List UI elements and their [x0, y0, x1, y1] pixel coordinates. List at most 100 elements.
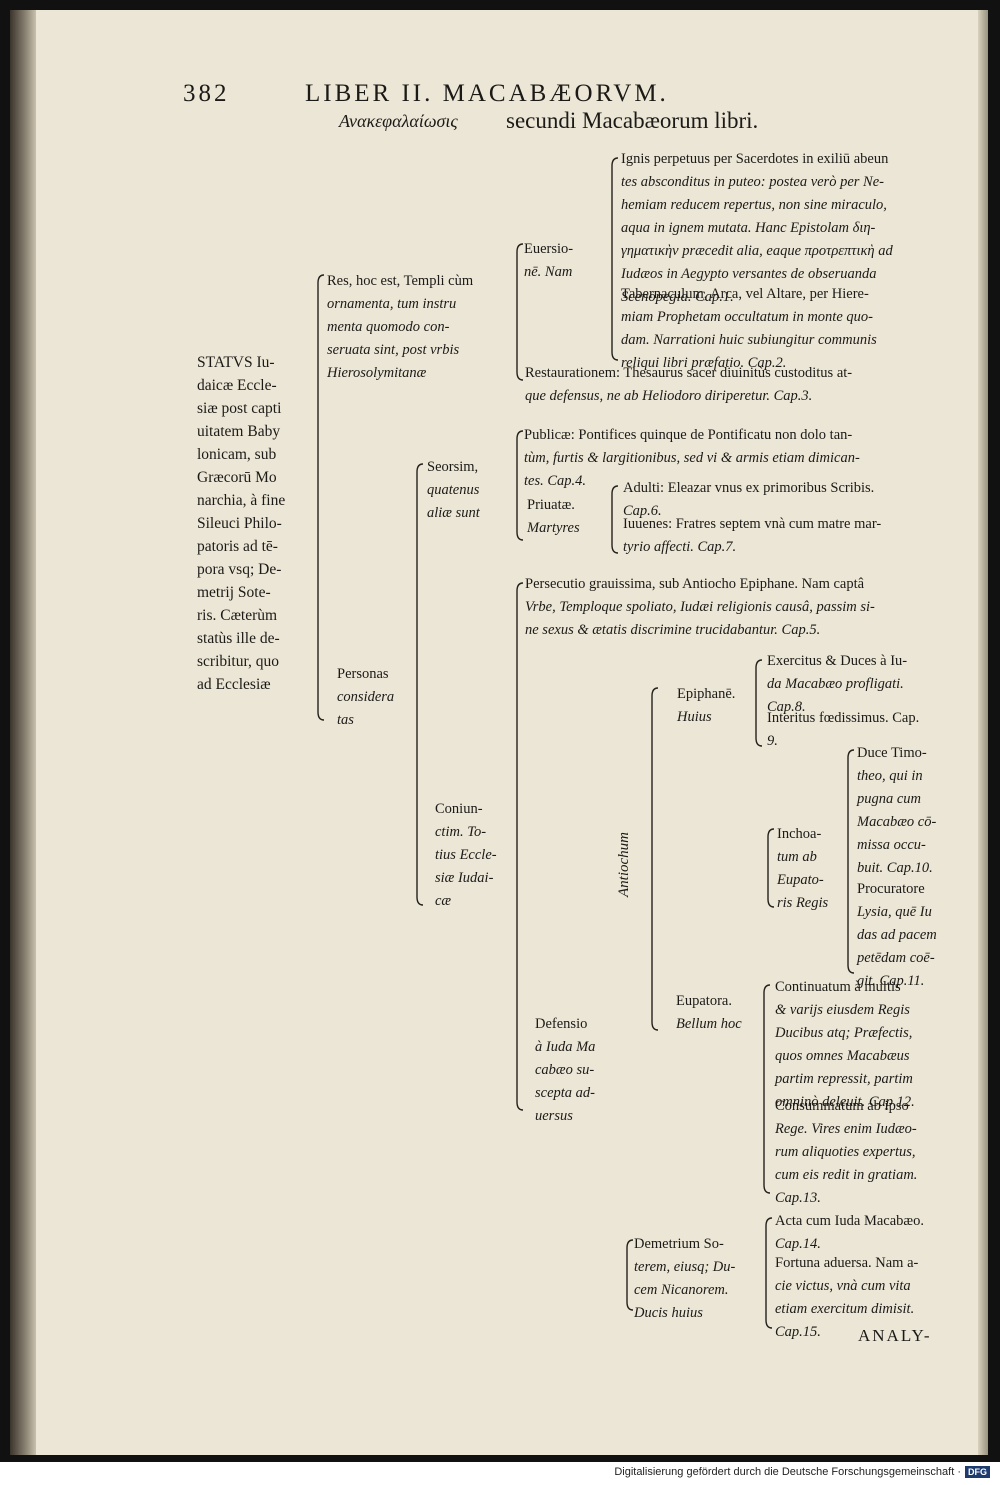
running-title: LIBER II. MACABÆORVM.: [305, 80, 669, 107]
procuratore-lysia-line: Procuratore: [857, 881, 925, 897]
procuratore-lysia-line: git. Cap.11.: [857, 973, 925, 989]
acta-line: Cap.14.: [775, 1236, 821, 1252]
publicae-line: tùm, furtis & largitionibus, sed vi & ar…: [524, 450, 860, 466]
brace-line: [651, 687, 659, 1031]
status-statvs-line: daicæ Eccle-: [197, 377, 277, 394]
epiphane-line: Epiphanē.: [677, 686, 736, 702]
brace-line: [767, 828, 775, 908]
tabernaculum-line: Tabernaculum, Arca, vel Altare, per Hier…: [621, 286, 869, 302]
adulti-line: Cap.6.: [623, 503, 662, 519]
ignis-perpetuus-line: Scenopegia. Cap.1.: [621, 289, 734, 305]
coniunctim-line: cæ: [435, 893, 452, 909]
res-templi-line: seruata sint, post vrbis: [327, 342, 460, 358]
publicae-line: Publicæ: Pontifices quinque de Pontifica…: [524, 427, 853, 443]
inchoatum-line: Eupato-: [777, 872, 824, 888]
res-templi-line: menta quomodo con-: [327, 319, 450, 335]
persecutio-line: ne sexus & ætatis discrimine trucidabant…: [525, 622, 821, 638]
eupatora-line: Bellum hoc: [676, 1016, 742, 1032]
brace-line: [416, 463, 424, 906]
coniunctim-line: tius Eccle-: [435, 847, 497, 863]
coniunctim-line: ctim. To-: [435, 824, 487, 840]
priuatae-line: Priuatæ.: [527, 497, 575, 513]
res-templi-line: Hierosolymitanæ: [327, 365, 427, 381]
continuatum-line: & varijs eiusdem Regis: [775, 1002, 910, 1018]
antiochum-label: Antiochum: [616, 832, 632, 897]
inchoatum-line: Inchoa-: [777, 826, 822, 842]
ignis-perpetuus-line: aqua in ignem mutata. Hanc Epistolam διη…: [621, 220, 876, 236]
brace-line: [755, 659, 763, 747]
persecutio-line: Vrbe, Temploque spoliato, Iudæi religion…: [525, 599, 875, 615]
status-statvs-line: ad Ecclesiæ: [197, 676, 271, 693]
brace-line: [516, 243, 524, 381]
status-statvs-line: siæ post capti: [197, 400, 282, 417]
restaurationem-line: que defensus, ne ab Heliodoro diriperetu…: [525, 388, 813, 404]
seorsim-line: quatenus: [427, 482, 480, 498]
eupatora-line: Eupatora.: [676, 993, 732, 1009]
status-statvs-line: narchia, à fine: [197, 492, 286, 509]
page-edge: [978, 10, 988, 1455]
status-statvs-line: uitatem Baby: [197, 423, 281, 440]
continuatum-line: omninò deleuit. Cap.12.: [775, 1094, 915, 1110]
personas-line: Personas: [337, 666, 389, 682]
consummatum-line: Rege. Vires enim Iudæo-: [775, 1121, 917, 1137]
tabernaculum-line: dam. Narrationi huic subiungitur communi…: [621, 332, 877, 348]
duce-timotheo-line: pugna cum: [857, 791, 922, 807]
coniunctim-line: siæ Iudai-: [435, 870, 494, 886]
duce-timotheo-line: buit. Cap.10.: [857, 860, 933, 876]
book-spine: [10, 10, 36, 1455]
demetrium-line: cem Nicanorem.: [634, 1282, 729, 1298]
iuuenes-line: tyrio affecti. Cap.7.: [623, 539, 737, 555]
priuatae-line: Martyres: [527, 520, 580, 536]
continuatum-line: partim repressit, partim: [775, 1071, 913, 1087]
continuatum-line: Ducibus atq; Præfectis,: [775, 1025, 913, 1041]
status-statvs-line: pora vsq; De-: [197, 561, 282, 578]
personas-line: considera: [337, 689, 395, 705]
seorsim-line: aliæ sunt: [427, 505, 480, 521]
defensio-line: scepta ad-: [535, 1085, 595, 1101]
procuratore-lysia-line: das ad pacem: [857, 927, 937, 943]
brace-line: [626, 1239, 634, 1311]
epiphane-line: Huius: [677, 709, 712, 725]
defensio-line: uersus: [535, 1108, 573, 1124]
brace-line: [317, 274, 325, 721]
status-statvs-line: lonicam, sub: [197, 446, 277, 463]
status-statvs-line: STATVS Iu-: [197, 354, 275, 371]
brace-line: [765, 1217, 773, 1329]
interitus-line: 9.: [767, 733, 778, 749]
duce-timotheo-line: missa occu-: [857, 837, 926, 853]
brace-line: [516, 430, 524, 541]
ignis-perpetuus-line: hemiam reducem repertus, non sine miracu…: [621, 197, 887, 213]
status-statvs-line: Græcorū Mo: [197, 469, 277, 486]
status-statvs-line: patoris ad tē-: [197, 538, 278, 555]
exercitus-line: Exercitus & Duces à Iu-: [767, 653, 908, 669]
subtitle-greek: Ανακεφαλαίωσις: [339, 111, 458, 131]
brace-line: [763, 984, 771, 1194]
consummatum-line: Cap.13.: [775, 1190, 821, 1206]
tabernaculum-line: reliqui libri præfatio. Cap.2.: [621, 355, 787, 371]
ignis-perpetuus-line: tes absconditus in puteo: postea verò pe…: [621, 174, 884, 190]
restaurationem-line: Restaurationem: Thesaurus sacer diuinitù…: [525, 365, 853, 381]
status-statvs-line: Sileuci Philo-: [197, 515, 282, 532]
adulti-line: Adulti: Eleazar vnus ex primoribus Scrib…: [623, 480, 875, 496]
fortuna-line: Cap.15.: [775, 1324, 821, 1340]
fortuna-line: etiam exercitum dimisit.: [775, 1301, 915, 1317]
status-statvs-line: scribitur, quo: [197, 653, 280, 670]
publicae-line: tes. Cap.4.: [524, 473, 587, 489]
procuratore-lysia-line: Lysia, quē Iu: [857, 904, 932, 920]
subtitle-latin: secundi Macabæorum libri.: [506, 108, 759, 133]
fortuna-line: Fortuna aduersa. Nam a-: [775, 1255, 919, 1271]
book-page: [10, 10, 988, 1455]
exercitus-line: da Macabæo profligati.: [767, 676, 904, 692]
consummatum-line: rum aliquoties expertus,: [775, 1144, 916, 1160]
tabernaculum-line: miam Prophetam occultatum in monte quo-: [621, 309, 873, 325]
iuuenes-line: Iuuenes: Fratres septem vnà cum matre ma…: [623, 516, 882, 532]
inchoatum-line: tum ab: [777, 849, 817, 865]
demetrium-line: Ducis huius: [634, 1305, 703, 1321]
personas-line: tas: [337, 712, 354, 728]
brace-line: [611, 157, 619, 361]
duce-timotheo-line: theo, qui in: [857, 768, 923, 784]
demetrium-line: terem, eiusq; Du-: [634, 1259, 736, 1275]
status-statvs-line: statùs ille de-: [197, 630, 280, 647]
footer-credit-text: Digitalisierung gefördert durch die Deut…: [614, 1466, 961, 1478]
